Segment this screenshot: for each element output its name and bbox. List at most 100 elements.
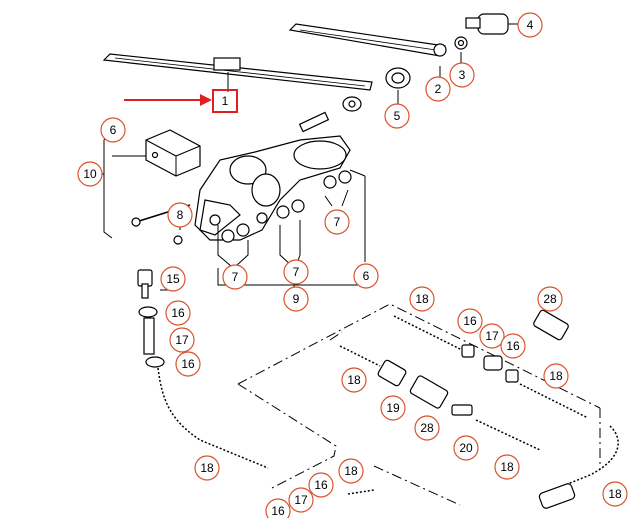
callout-7: 7 bbox=[324, 209, 350, 235]
callout-ring bbox=[324, 209, 350, 235]
callout-18: 18 bbox=[194, 455, 220, 481]
nut-part bbox=[454, 36, 468, 50]
callout-ring bbox=[537, 286, 563, 312]
callout-label: 17 bbox=[294, 493, 308, 507]
callout-label: 7 bbox=[232, 270, 239, 284]
washer-hose-left bbox=[137, 269, 269, 469]
callout-ring bbox=[222, 264, 248, 290]
callout-10: 10 bbox=[77, 161, 103, 187]
callout-ring bbox=[283, 286, 309, 312]
callout-label: 18 bbox=[344, 464, 358, 478]
callout-label: 18 bbox=[347, 373, 361, 387]
callout-3: 3 bbox=[449, 62, 475, 88]
callout-ring bbox=[500, 333, 526, 359]
grommet-part bbox=[385, 67, 411, 89]
callout-8: 8 bbox=[167, 202, 193, 228]
callout-2: 2 bbox=[425, 76, 451, 102]
callout-7: 7 bbox=[222, 264, 248, 290]
callout-label: 28 bbox=[420, 421, 434, 435]
callout-16: 16 bbox=[175, 351, 201, 377]
callout-17: 17 bbox=[288, 487, 314, 513]
callout-18: 18 bbox=[494, 454, 520, 480]
callout-5: 5 bbox=[384, 103, 410, 129]
callout-18: 18 bbox=[409, 286, 435, 312]
highlight-arrow bbox=[124, 94, 212, 106]
callout-7: 7 bbox=[283, 259, 309, 285]
motor-shaft bbox=[298, 111, 330, 133]
callout-label: 7 bbox=[334, 215, 341, 229]
callout-9: 9 bbox=[283, 286, 309, 312]
callout-ring bbox=[409, 286, 435, 312]
callout-ring bbox=[380, 395, 406, 421]
callout-ring bbox=[308, 472, 334, 498]
callout-ring bbox=[265, 498, 291, 518]
washer-hose-right bbox=[339, 309, 619, 509]
callout-18: 18 bbox=[543, 363, 569, 389]
callout-ring bbox=[425, 76, 451, 102]
callout-ring bbox=[479, 323, 505, 349]
wiper-motor-assembly bbox=[194, 135, 351, 241]
callout-label: 18 bbox=[500, 460, 514, 474]
callout-18: 18 bbox=[338, 458, 364, 484]
callout-label: 16 bbox=[171, 306, 185, 320]
rubber-grommets bbox=[221, 170, 352, 243]
callout-ring bbox=[338, 458, 364, 484]
callout-label: 16 bbox=[271, 504, 285, 518]
callout-ring bbox=[283, 259, 309, 285]
callout-label: 10 bbox=[83, 167, 97, 181]
callout-ring bbox=[194, 455, 220, 481]
callout-18: 18 bbox=[602, 481, 628, 507]
callout-4: 4 bbox=[517, 12, 543, 38]
callout-label: 17 bbox=[485, 329, 499, 343]
callout-ring bbox=[175, 351, 201, 377]
callout-label: 6 bbox=[110, 123, 117, 137]
callout-label: 3 bbox=[459, 68, 466, 82]
callout-ring bbox=[341, 367, 367, 393]
callout-label: 4 bbox=[527, 18, 534, 32]
callout-ring bbox=[167, 202, 193, 228]
callout-ring bbox=[543, 363, 569, 389]
callout-label: 2 bbox=[435, 82, 442, 96]
callout-label: 18 bbox=[415, 292, 429, 306]
wiper-blade bbox=[102, 53, 373, 92]
cap-part bbox=[465, 13, 509, 35]
callout-label: 9 bbox=[293, 292, 300, 306]
callout-label: 17 bbox=[175, 333, 189, 347]
callout-ring bbox=[494, 454, 520, 480]
callout-17: 17 bbox=[169, 327, 195, 353]
callout-ring bbox=[457, 308, 483, 334]
callout-label: 15 bbox=[166, 272, 180, 286]
callout-6: 6 bbox=[353, 263, 379, 289]
callout-ring bbox=[414, 415, 440, 441]
callout-19: 19 bbox=[380, 395, 406, 421]
callout-17: 17 bbox=[479, 323, 505, 349]
highlight-box bbox=[212, 89, 238, 113]
callout-label: 5 bbox=[394, 109, 401, 123]
callout-label: 16 bbox=[314, 478, 328, 492]
callout-ring bbox=[384, 103, 410, 129]
callout-label: 7 bbox=[293, 265, 300, 279]
callout-ring bbox=[169, 327, 195, 353]
callout-label: 16 bbox=[181, 357, 195, 371]
callout-label: 28 bbox=[543, 292, 557, 306]
callout-16: 16 bbox=[457, 308, 483, 334]
callout-16: 16 bbox=[165, 300, 191, 326]
callouts-layer: 2 3 4 5 6 10 8 7 7 7 6 9 15 16 17 16 18 18 16 17 16 28 18 19 28 2… bbox=[77, 12, 628, 518]
callout-label: 8 bbox=[177, 208, 184, 222]
callout-ring bbox=[100, 117, 126, 143]
callout-ring bbox=[517, 12, 543, 38]
callout-ring bbox=[77, 161, 103, 187]
callout-ring bbox=[602, 481, 628, 507]
callout-ring bbox=[449, 62, 475, 88]
callout-18: 18 bbox=[341, 367, 367, 393]
callout-15: 15 bbox=[160, 266, 186, 292]
callout-28: 28 bbox=[414, 415, 440, 441]
callout-ring bbox=[353, 263, 379, 289]
callout-label: 20 bbox=[459, 441, 473, 455]
callout-label: 16 bbox=[463, 314, 477, 328]
callout-label: 18 bbox=[549, 369, 563, 383]
callout-label: 16 bbox=[506, 339, 520, 353]
control-unit-box bbox=[145, 129, 201, 177]
callout-ring bbox=[453, 435, 479, 461]
callout-label: 18 bbox=[200, 461, 214, 475]
